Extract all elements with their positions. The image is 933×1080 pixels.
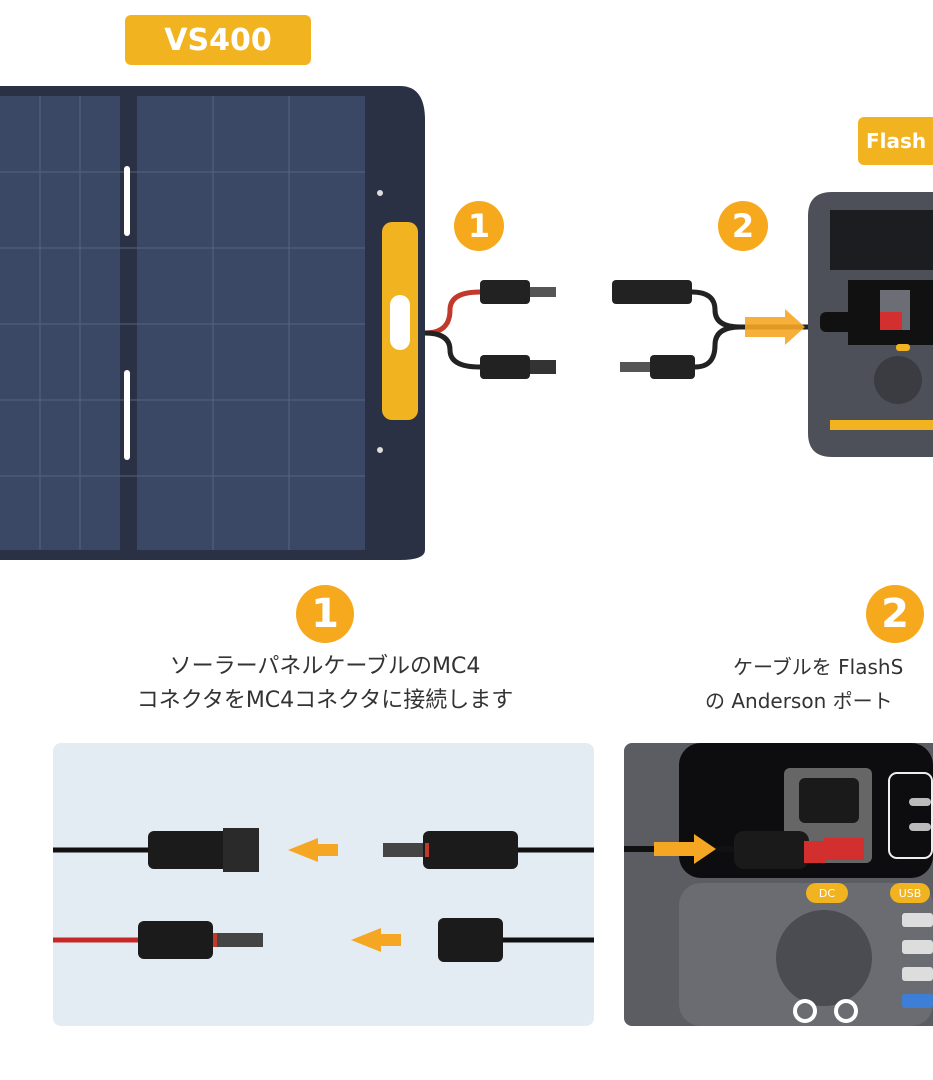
step-1-number: 1 [296, 585, 354, 643]
step-2-line-1: ケーブルを FlashS [733, 655, 904, 679]
solar-panel [0, 86, 425, 560]
step-2-number: 2 [866, 585, 924, 643]
step-2-line-2: の Anderson ポート [705, 689, 893, 713]
product-badge: VS400 [125, 15, 311, 65]
diagram-step-2: 2 [718, 201, 768, 251]
station-badge: Flash [858, 117, 933, 165]
diagram-step-1: 1 [454, 201, 504, 251]
step-1-description: ソーラーパネルケーブルのMC4 コネクタをMC4コネクタに接続します [55, 650, 595, 718]
power-station [808, 192, 933, 457]
dc-port-label: DC [806, 883, 848, 903]
step-1-line-2: コネクタをMC4コネクタに接続します [136, 688, 514, 713]
anderson-port-photo: DC USB [624, 743, 933, 1026]
mc4-connection-photo [53, 743, 594, 1026]
usb-port-label: USB [890, 883, 930, 903]
mc4-cable [424, 280, 820, 379]
solar-panel-diagram [0, 86, 933, 560]
step-1-line-1: ソーラーパネルケーブルのMC4 [169, 654, 481, 679]
step-2-description: ケーブルを FlashS の Anderson ポート [705, 650, 933, 718]
